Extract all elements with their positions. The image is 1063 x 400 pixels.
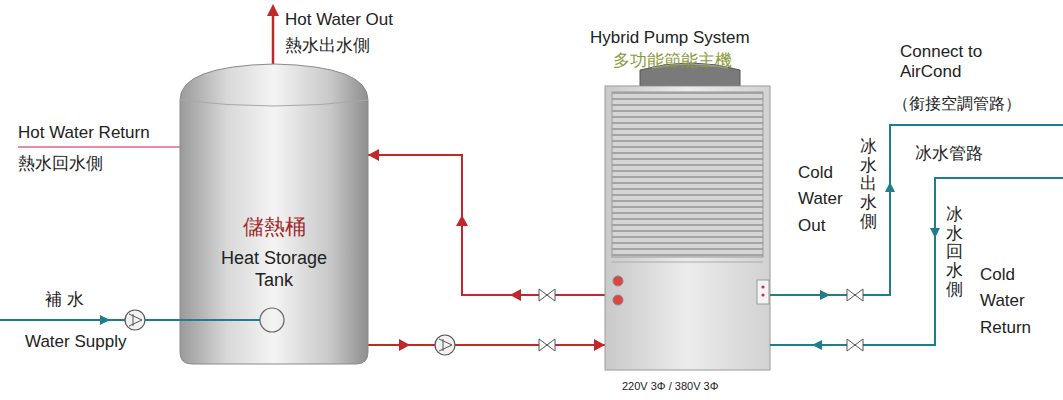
indicator [761,293,764,296]
hot-return-label: Hot Water Return [18,123,150,143]
arrow-head [456,215,468,226]
unit-title-zh: 多功能節能主機 [613,51,732,71]
arrow-head [594,339,605,351]
unit-title-en: Hybrid Pump System [590,28,750,48]
valve-symbol [539,289,555,301]
cold-out-label: Cold Water Out [798,160,856,239]
hot-return-label-zh: 熱水回水側 [18,154,103,174]
pump-unit-node: Hybrid Pump System多功能節能主機 [605,86,770,370]
arrow-head [930,228,940,238]
supply-label-zh: 補 水 [45,290,84,310]
valve-symbol [847,289,863,351]
tank-seam [180,100,368,106]
unit-housing [605,86,770,370]
arrow-head [812,340,822,350]
tank-title-en: Heat Storage Tank [204,248,344,291]
indicator [761,285,764,288]
arrow-head [510,289,521,301]
pump-symbol [439,339,452,351]
supply-label: Water Supply [25,332,126,352]
cold-out-pipe [770,125,1063,295]
pump-symbol [125,310,145,330]
inlet-port [260,308,284,332]
tank-title-zh: 儲熱桶 [180,214,368,239]
hot-return-pipe [18,146,180,148]
storage-tank-node: 儲熱桶 Heat Storage Tank [180,64,368,364]
hot-port [613,276,623,286]
hot-out-label: Hot Water Out [285,10,393,30]
aircon-label-zh: （銜接空調管路） [893,94,1021,113]
arrow-head [368,149,379,161]
pipe-line [368,155,605,295]
chilled-pipe-label: 冰水管路 [915,144,983,164]
power-label: 220V 3Φ / 380V 3Φ [622,380,718,393]
aircon-label: Connect to AirCond [900,42,1010,83]
coil-grille [612,92,763,257]
arrow-head [820,290,830,300]
cold-return-label-zh: 冰水回水側 [946,206,963,299]
arrow-head [100,315,110,325]
valve-symbol [539,339,555,351]
hot-water-pipe [368,149,605,301]
pump-symbol [435,335,455,355]
pump-symbol [129,314,142,326]
hot-out-label-zh: 熱水出水側 [285,36,370,56]
hot-port [613,295,623,305]
arrow-head [399,339,410,351]
arrow-head [885,182,895,192]
cold-return-label: Cold Water Return [980,262,1050,341]
hot-water-pipe [368,339,605,351]
panel-seam [612,262,763,263]
cold-out-label-zh: 冰水出水側 [860,138,877,231]
arrow-head [267,4,279,16]
control-panel [757,280,769,304]
